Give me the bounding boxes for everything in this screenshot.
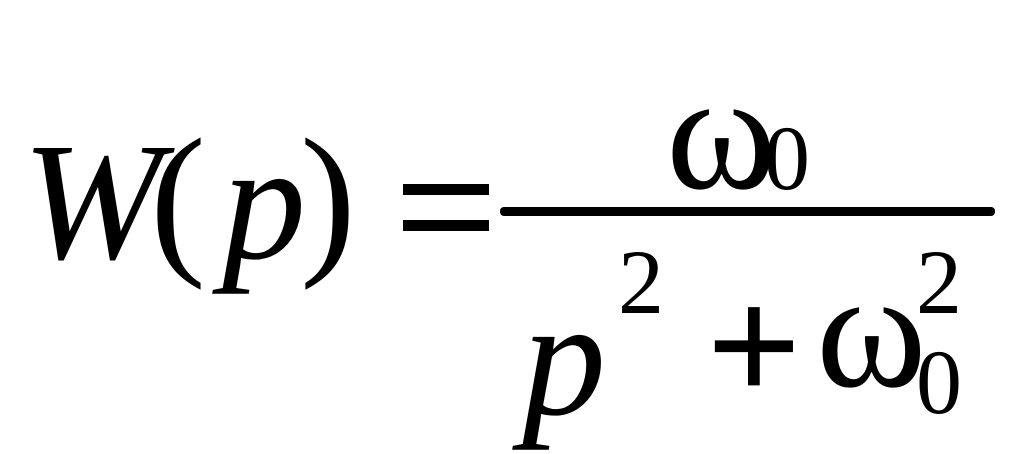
denominator-omega: ω — [816, 237, 927, 423]
equals-sign-bottom-bar — [403, 220, 489, 231]
open-parenthesis: ( — [150, 105, 206, 291]
denominator-omega-subscript: 0 — [916, 331, 962, 433]
numerator-subscript: 0 — [764, 107, 810, 209]
close-parenthesis: ) — [300, 105, 356, 291]
equals-sign-top-bar — [403, 184, 489, 195]
denominator-omega-exponent: 2 — [916, 231, 962, 333]
denominator-p-exponent: 2 — [618, 231, 664, 333]
numerator-omega: ω — [666, 39, 777, 225]
plus-sign: + — [706, 253, 802, 439]
denominator-variable-p: p — [522, 265, 606, 451]
function-symbol-w: W — [22, 109, 162, 295]
argument-variable-p: p — [222, 109, 306, 295]
fraction-line — [500, 207, 995, 216]
